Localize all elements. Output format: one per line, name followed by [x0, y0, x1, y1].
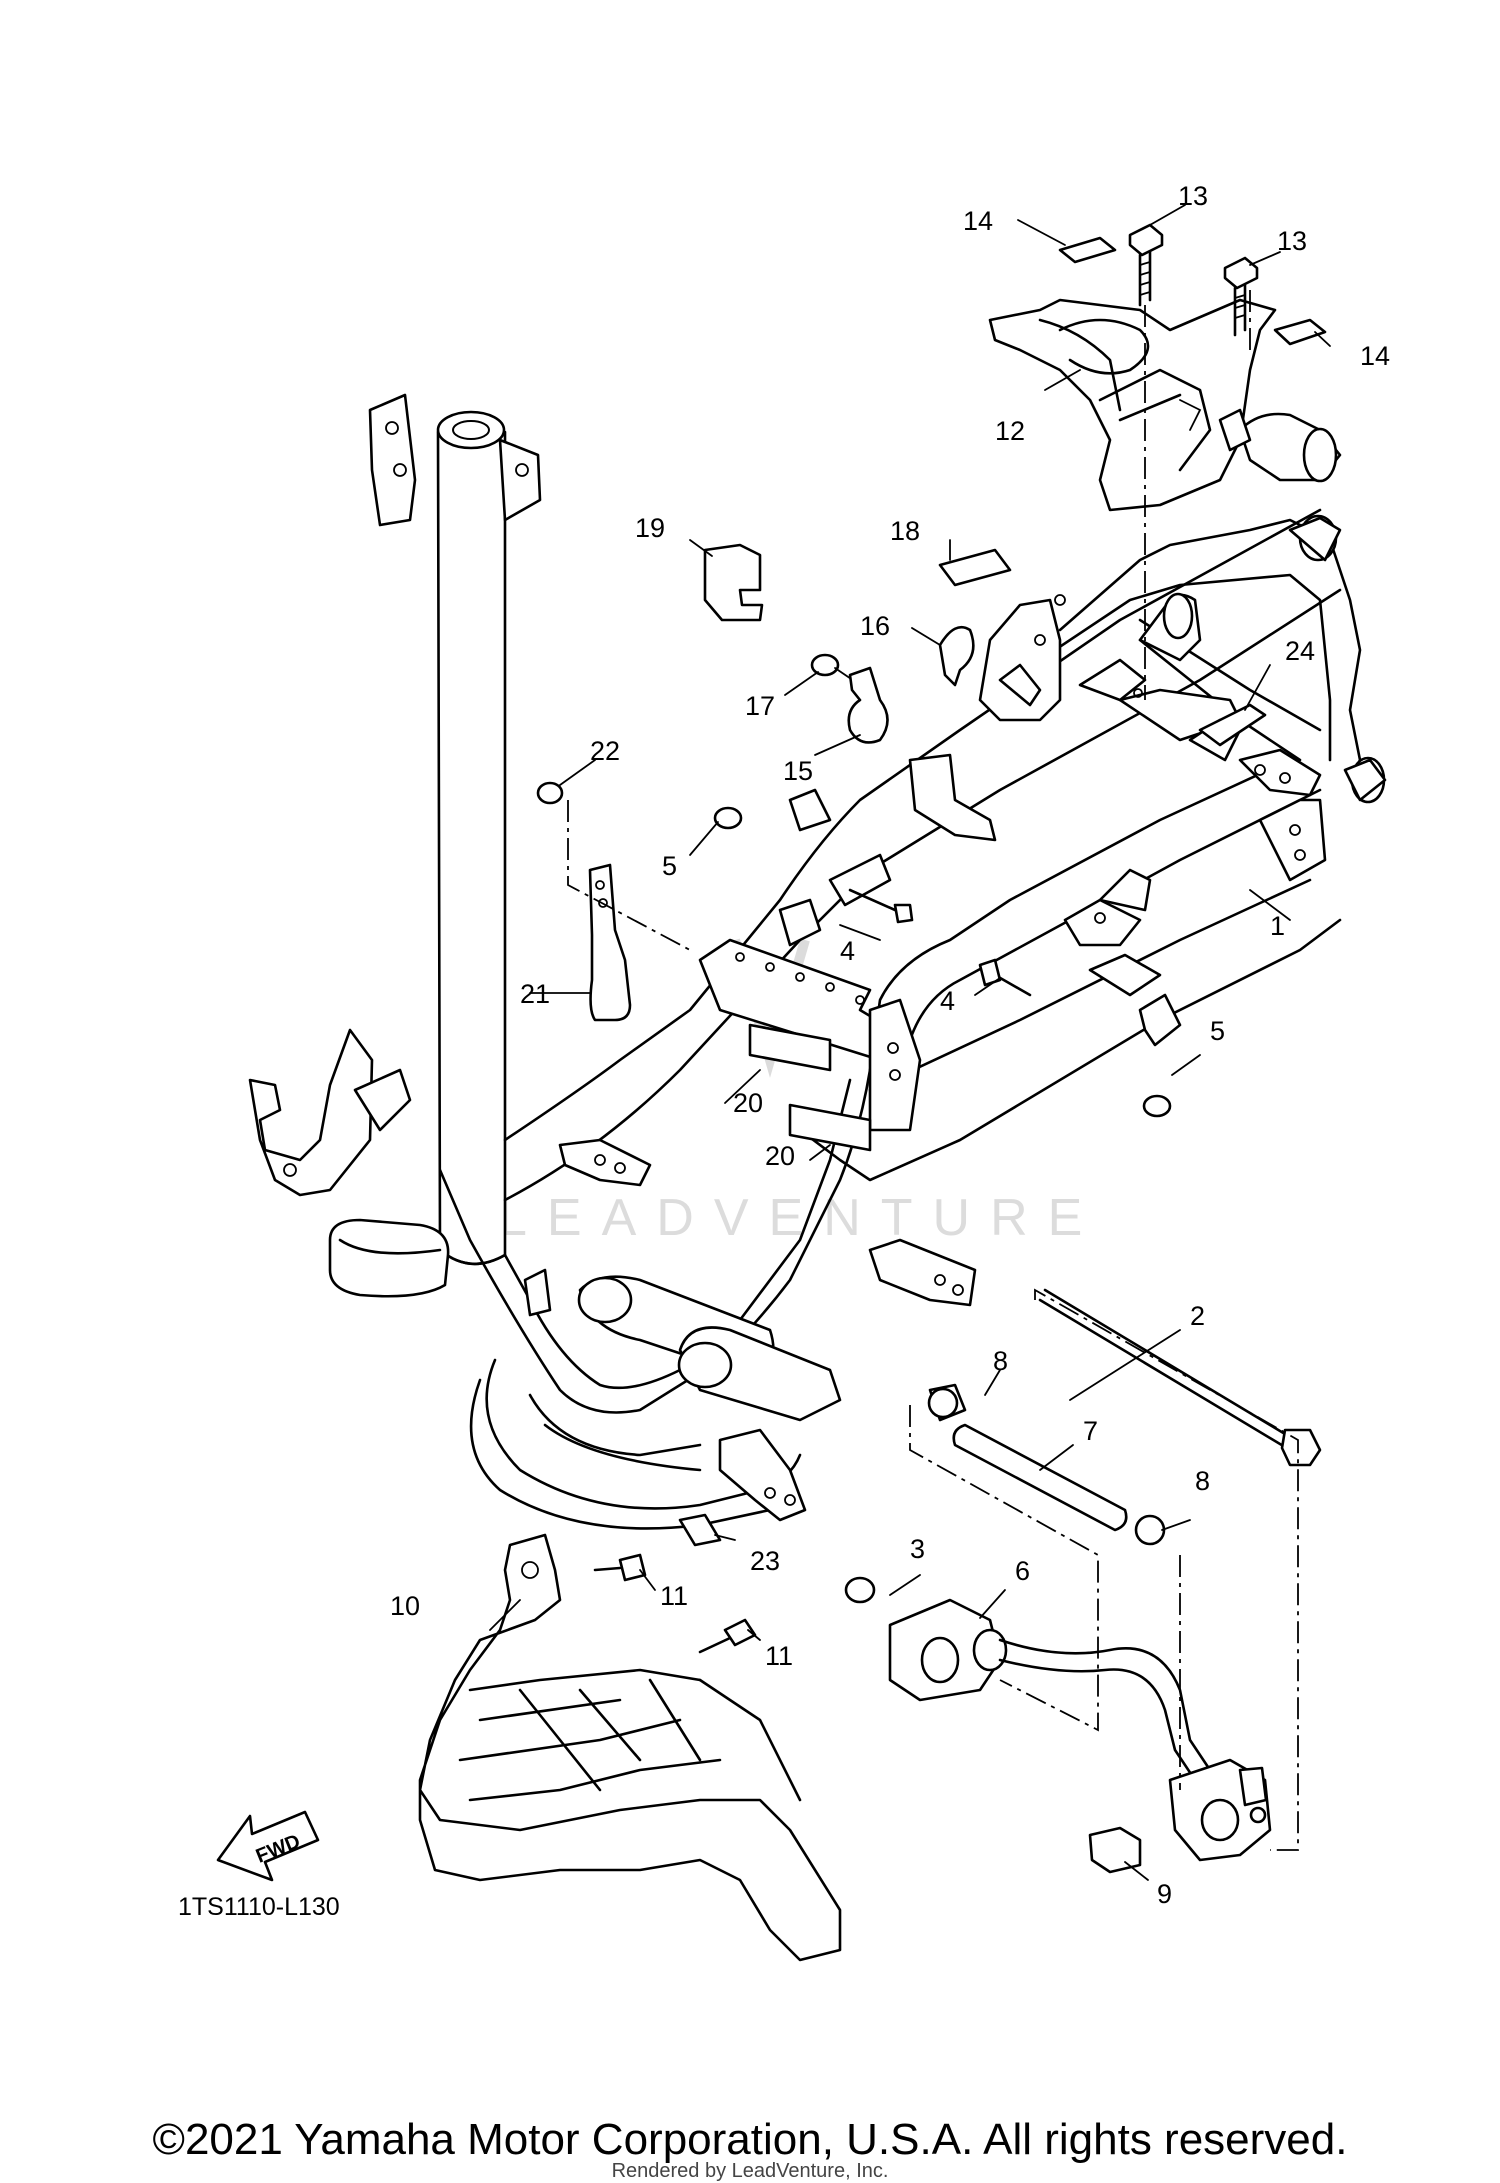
callout-8-a: 8: [993, 1346, 1008, 1376]
bolt-4-b: [978, 958, 1032, 997]
pad-18: [938, 548, 1012, 587]
nut-3: [844, 1576, 876, 1604]
callout-20-b: 20: [765, 1141, 795, 1171]
callout-16: 16: [860, 611, 890, 641]
callout-8-b: 8: [1195, 1466, 1210, 1496]
callout-6: 6: [1015, 1556, 1030, 1586]
rubber-9: [1088, 1826, 1142, 1874]
callout-2: 2: [1190, 1301, 1205, 1331]
main-frame: [248, 393, 1387, 1530]
engine-link-6: [888, 1598, 1272, 1862]
pad-20-b: [788, 1103, 872, 1152]
pad-20-a: [748, 1023, 832, 1072]
engine-guard-10: [418, 1533, 842, 1962]
callout-13-a: 13: [1178, 181, 1208, 211]
callout-12: 12: [995, 416, 1025, 446]
callout-24: 24: [1285, 636, 1315, 666]
callout-3: 3: [910, 1534, 925, 1564]
callout-4-a: 4: [840, 936, 855, 966]
rendered-by-notice: Rendered by LeadVenture, Inc.: [611, 2160, 889, 2182]
callout-11-b: 11: [765, 1641, 793, 1671]
callout-1: 1: [1270, 911, 1285, 941]
callout-4-b: 4: [940, 986, 955, 1016]
nut-5-a: [713, 806, 743, 830]
fwd-arrow-icon: FWD: [216, 1810, 320, 1882]
callout-15: 15: [783, 756, 813, 786]
bolt-13-b: [1223, 256, 1259, 337]
callout-20-a: 20: [733, 1088, 763, 1118]
bolt-13-a: [1128, 223, 1164, 307]
bracket-21: [588, 863, 632, 1022]
callout-13-b: 13: [1277, 226, 1307, 256]
callout-21: 21: [520, 979, 550, 1009]
callout-22: 22: [590, 736, 620, 766]
collar-7: [952, 1423, 1128, 1532]
clamp-15: [847, 666, 889, 744]
callout-5-b: 5: [1210, 1016, 1225, 1046]
bolt-11-a: [593, 1553, 647, 1582]
callout-23: 23: [750, 1546, 780, 1576]
callout-10: 10: [390, 1591, 420, 1621]
alignment-lines: [567, 290, 1299, 1851]
bracket-24: [1198, 703, 1267, 747]
callout-5-a: 5: [662, 851, 677, 881]
callout-14-b: 14: [1360, 341, 1390, 371]
leader-lines: [489, 204, 1331, 1881]
callout-11-a: 11: [660, 1581, 688, 1611]
pad-14-a: [1058, 236, 1117, 264]
callout-7: 7: [1083, 1416, 1098, 1446]
callout-9: 9: [1157, 1879, 1172, 1909]
callout-14-a: 14: [963, 206, 993, 236]
damper-19: [703, 543, 764, 622]
bolt-11-b: [698, 1618, 757, 1654]
nut-22: [536, 781, 564, 805]
clip-16: [938, 625, 975, 687]
nut-5-b: [1142, 1094, 1172, 1118]
diagram-code: 1TS1110-L130: [178, 1893, 340, 1921]
watermark-text: LEADVENTURE: [498, 1189, 1102, 1247]
copyright-notice: ©2021 Yamaha Motor Corporation, U.S.A. A…: [152, 2115, 1348, 2164]
callout-18: 18: [890, 516, 920, 546]
pad-14-b: [1273, 318, 1327, 346]
callout-19: 19: [635, 513, 665, 543]
bushing-8-a: [927, 1383, 967, 1422]
nut-17: [810, 653, 861, 686]
bolt-2: [1038, 1288, 1322, 1467]
pad-23: [678, 1513, 722, 1547]
bushing-8-b: [1134, 1514, 1166, 1546]
callout-labels: 1 2 3 4 4 5 5 6 7 8 8 9 10 11 11 12 13 1…: [390, 181, 1390, 1909]
callout-17: 17: [745, 691, 775, 721]
bolt-4-a: [848, 888, 914, 924]
